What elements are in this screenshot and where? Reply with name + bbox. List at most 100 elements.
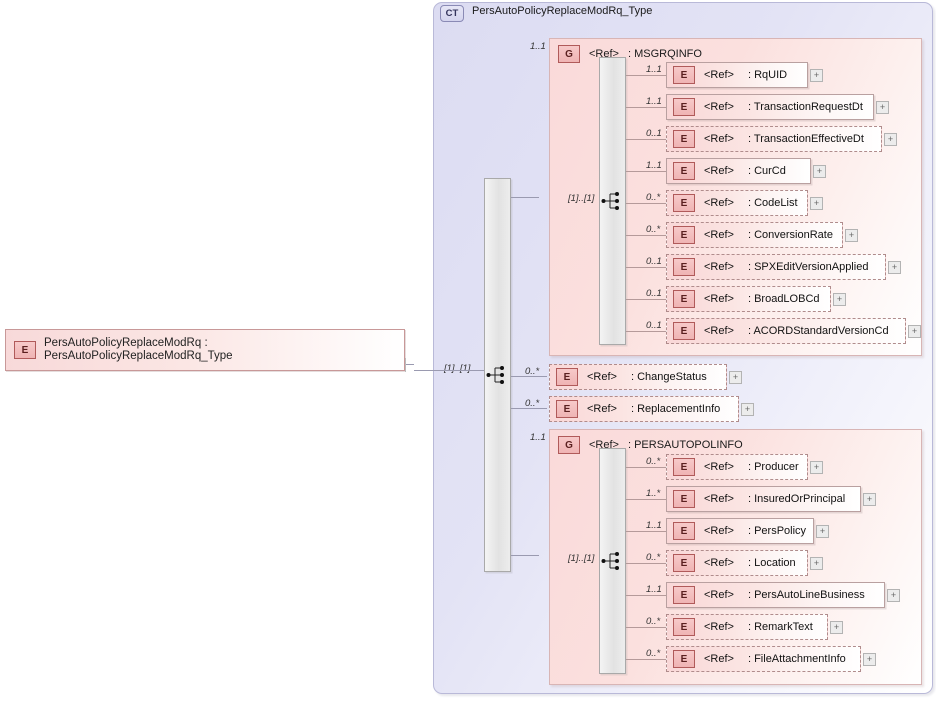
- element-node-location[interactable]: E <Ref> : Location: [666, 550, 808, 576]
- group-type-icon: G: [558, 436, 580, 454]
- leader-line: [626, 235, 666, 236]
- group-type-icon: G: [558, 45, 580, 63]
- element-name-conversionrate: : ConversionRate: [747, 229, 833, 241]
- element-node-conversionrate[interactable]: E <Ref> : ConversionRate: [666, 222, 843, 248]
- cardinality-perspolicy: 1..1: [646, 520, 662, 531]
- expand-icon[interactable]: [887, 589, 900, 602]
- element-ref-label: <Ref>: [587, 371, 617, 383]
- element-node-acordstandardversioncd[interactable]: E <Ref> : ACORDStandardVersionCd: [666, 318, 906, 344]
- persautopolinfo-sequence-cardinality: [1]..[1]: [568, 553, 595, 564]
- element-ref-label: <Ref>: [704, 653, 734, 665]
- expand-icon[interactable]: [876, 101, 889, 114]
- element-type-icon: E: [673, 618, 695, 636]
- leader-line: [626, 467, 666, 468]
- element-name-spxeditversionapplied: : SPXEditVersionApplied: [747, 261, 869, 273]
- element-node-insuredorprincipal[interactable]: E <Ref> : InsuredOrPrincipal: [666, 486, 861, 512]
- expand-icon[interactable]: [845, 229, 858, 242]
- element-type-icon: E: [673, 130, 695, 148]
- expand-icon[interactable]: [830, 621, 843, 634]
- cardinality-replacementinfo: 0..*: [525, 398, 540, 409]
- element-ref-label: <Ref>: [704, 133, 734, 145]
- branch-line-replacementinfo: [511, 408, 547, 409]
- element-ref-label: <Ref>: [704, 165, 734, 177]
- element-node-broadlobcd[interactable]: E <Ref> : BroadLOBCd: [666, 286, 831, 312]
- expand-icon[interactable]: [813, 165, 826, 178]
- expand-icon[interactable]: [816, 525, 829, 538]
- cardinality-spxeditversionapplied: 0..1: [646, 256, 662, 267]
- sequence-icon: [601, 192, 619, 210]
- element-node-persautolinebusiness[interactable]: E <Ref> : PersAutoLineBusiness: [666, 582, 885, 608]
- element-node-perspolicy[interactable]: E <Ref> : PersPolicy: [666, 518, 814, 544]
- leader-line: [626, 171, 666, 172]
- cardinality-acordstandardversioncd: 0..1: [646, 320, 662, 331]
- element-type-icon: E: [673, 194, 695, 212]
- expand-icon[interactable]: [908, 325, 921, 338]
- element-name-remarktext: : RemarkText: [747, 621, 813, 633]
- element-name-broadlobcd: : BroadLOBCd: [747, 293, 820, 305]
- root-element-node[interactable]: E PersAutoPolicyReplaceModRq : PersAutoP…: [5, 329, 405, 371]
- element-name-location: : Location: [747, 557, 796, 569]
- expand-icon[interactable]: [810, 197, 823, 210]
- cardinality-insuredorprincipal: 1..*: [646, 488, 661, 499]
- element-type-icon: E: [673, 162, 695, 180]
- element-ref-label: <Ref>: [704, 461, 734, 473]
- leader-line: [626, 531, 666, 532]
- cardinality-persautolinebusiness: 1..1: [646, 584, 662, 595]
- element-node-spxeditversionapplied[interactable]: E <Ref> : SPXEditVersionApplied: [666, 254, 886, 280]
- element-ref-label: <Ref>: [704, 493, 734, 505]
- group-header-persautopolinfo[interactable]: G <Ref> : PERSAUTOPOLINFO: [558, 436, 743, 454]
- element-node-rquid[interactable]: E <Ref> : RqUID: [666, 62, 808, 88]
- cardinality-curcd: 1..1: [646, 160, 662, 171]
- element-node-remarktext[interactable]: E <Ref> : RemarkText: [666, 614, 828, 640]
- leader-line: [626, 299, 666, 300]
- element-node-replacementinfo[interactable]: E <Ref> : ReplacementInfo: [549, 396, 739, 422]
- branch-line-changestatus: [511, 376, 547, 377]
- element-node-curcd[interactable]: E <Ref> : CurCd: [666, 158, 811, 184]
- element-type-icon: E: [673, 554, 695, 572]
- root-element-label: PersAutoPolicyReplaceModRq : PersAutoPol…: [44, 337, 233, 362]
- expand-icon[interactable]: [810, 557, 823, 570]
- element-ref-label: <Ref>: [704, 69, 734, 81]
- complex-type-name: PersAutoPolicyReplaceModRq_Type: [472, 5, 653, 17]
- group-name-msgrqinfo: : MSGRQINFO: [627, 48, 702, 60]
- expand-icon[interactable]: [863, 653, 876, 666]
- expand-icon[interactable]: [863, 493, 876, 506]
- element-node-changestatus[interactable]: E <Ref> : ChangeStatus: [549, 364, 727, 390]
- expand-icon[interactable]: [810, 461, 823, 474]
- element-type-icon: E: [673, 458, 695, 476]
- leader-line: [626, 499, 666, 500]
- cardinality-codelist: 0..*: [646, 192, 661, 203]
- group-name-persautopolinfo: : PERSAUTOPOLINFO: [627, 439, 743, 451]
- element-name-acordstandardversioncd: : ACORDStandardVersionCd: [747, 325, 889, 337]
- element-ref-label: <Ref>: [704, 557, 734, 569]
- element-node-transactioneffectivedt[interactable]: E <Ref> : TransactionEffectiveDt: [666, 126, 882, 152]
- element-node-producer[interactable]: E <Ref> : Producer: [666, 454, 808, 480]
- expand-icon[interactable]: [884, 133, 897, 146]
- leader-line: [626, 563, 666, 564]
- element-name-replacementinfo: : ReplacementInfo: [630, 403, 721, 415]
- leader-line: [626, 659, 666, 660]
- root-to-sequence-line: [414, 370, 484, 371]
- element-type-icon: E: [673, 522, 695, 540]
- element-ref-label: <Ref>: [704, 325, 734, 337]
- root-sequence-cardinality: [1]..[1]: [444, 363, 471, 374]
- root-connector-tick: [405, 358, 406, 372]
- group-header-msgrqinfo[interactable]: G <Ref> : MSGRQINFO: [558, 45, 702, 63]
- sequence-icon: [601, 552, 619, 570]
- expand-icon[interactable]: [833, 293, 846, 306]
- expand-icon[interactable]: [741, 403, 754, 416]
- expand-icon[interactable]: [810, 69, 823, 82]
- element-node-fileattachmentinfo[interactable]: E <Ref> : FileAttachmentInfo: [666, 646, 861, 672]
- leader-line: [626, 331, 666, 332]
- cardinality-msgrqinfo: 1..1: [530, 41, 546, 52]
- branch-line-persautopolinfo: [511, 555, 539, 556]
- expand-icon[interactable]: [888, 261, 901, 274]
- element-name-transactionrequestdt: : TransactionRequestDt: [747, 101, 863, 113]
- element-node-codelist[interactable]: E <Ref> : CodeList: [666, 190, 808, 216]
- expand-icon[interactable]: [729, 371, 742, 384]
- complex-type-header: CT PersAutoPolicyReplaceModRq_Type: [440, 5, 700, 22]
- element-node-transactionrequestdt[interactable]: E <Ref> : TransactionRequestDt: [666, 94, 874, 120]
- element-type-icon: E: [673, 290, 695, 308]
- root-connector-stub: [405, 364, 414, 365]
